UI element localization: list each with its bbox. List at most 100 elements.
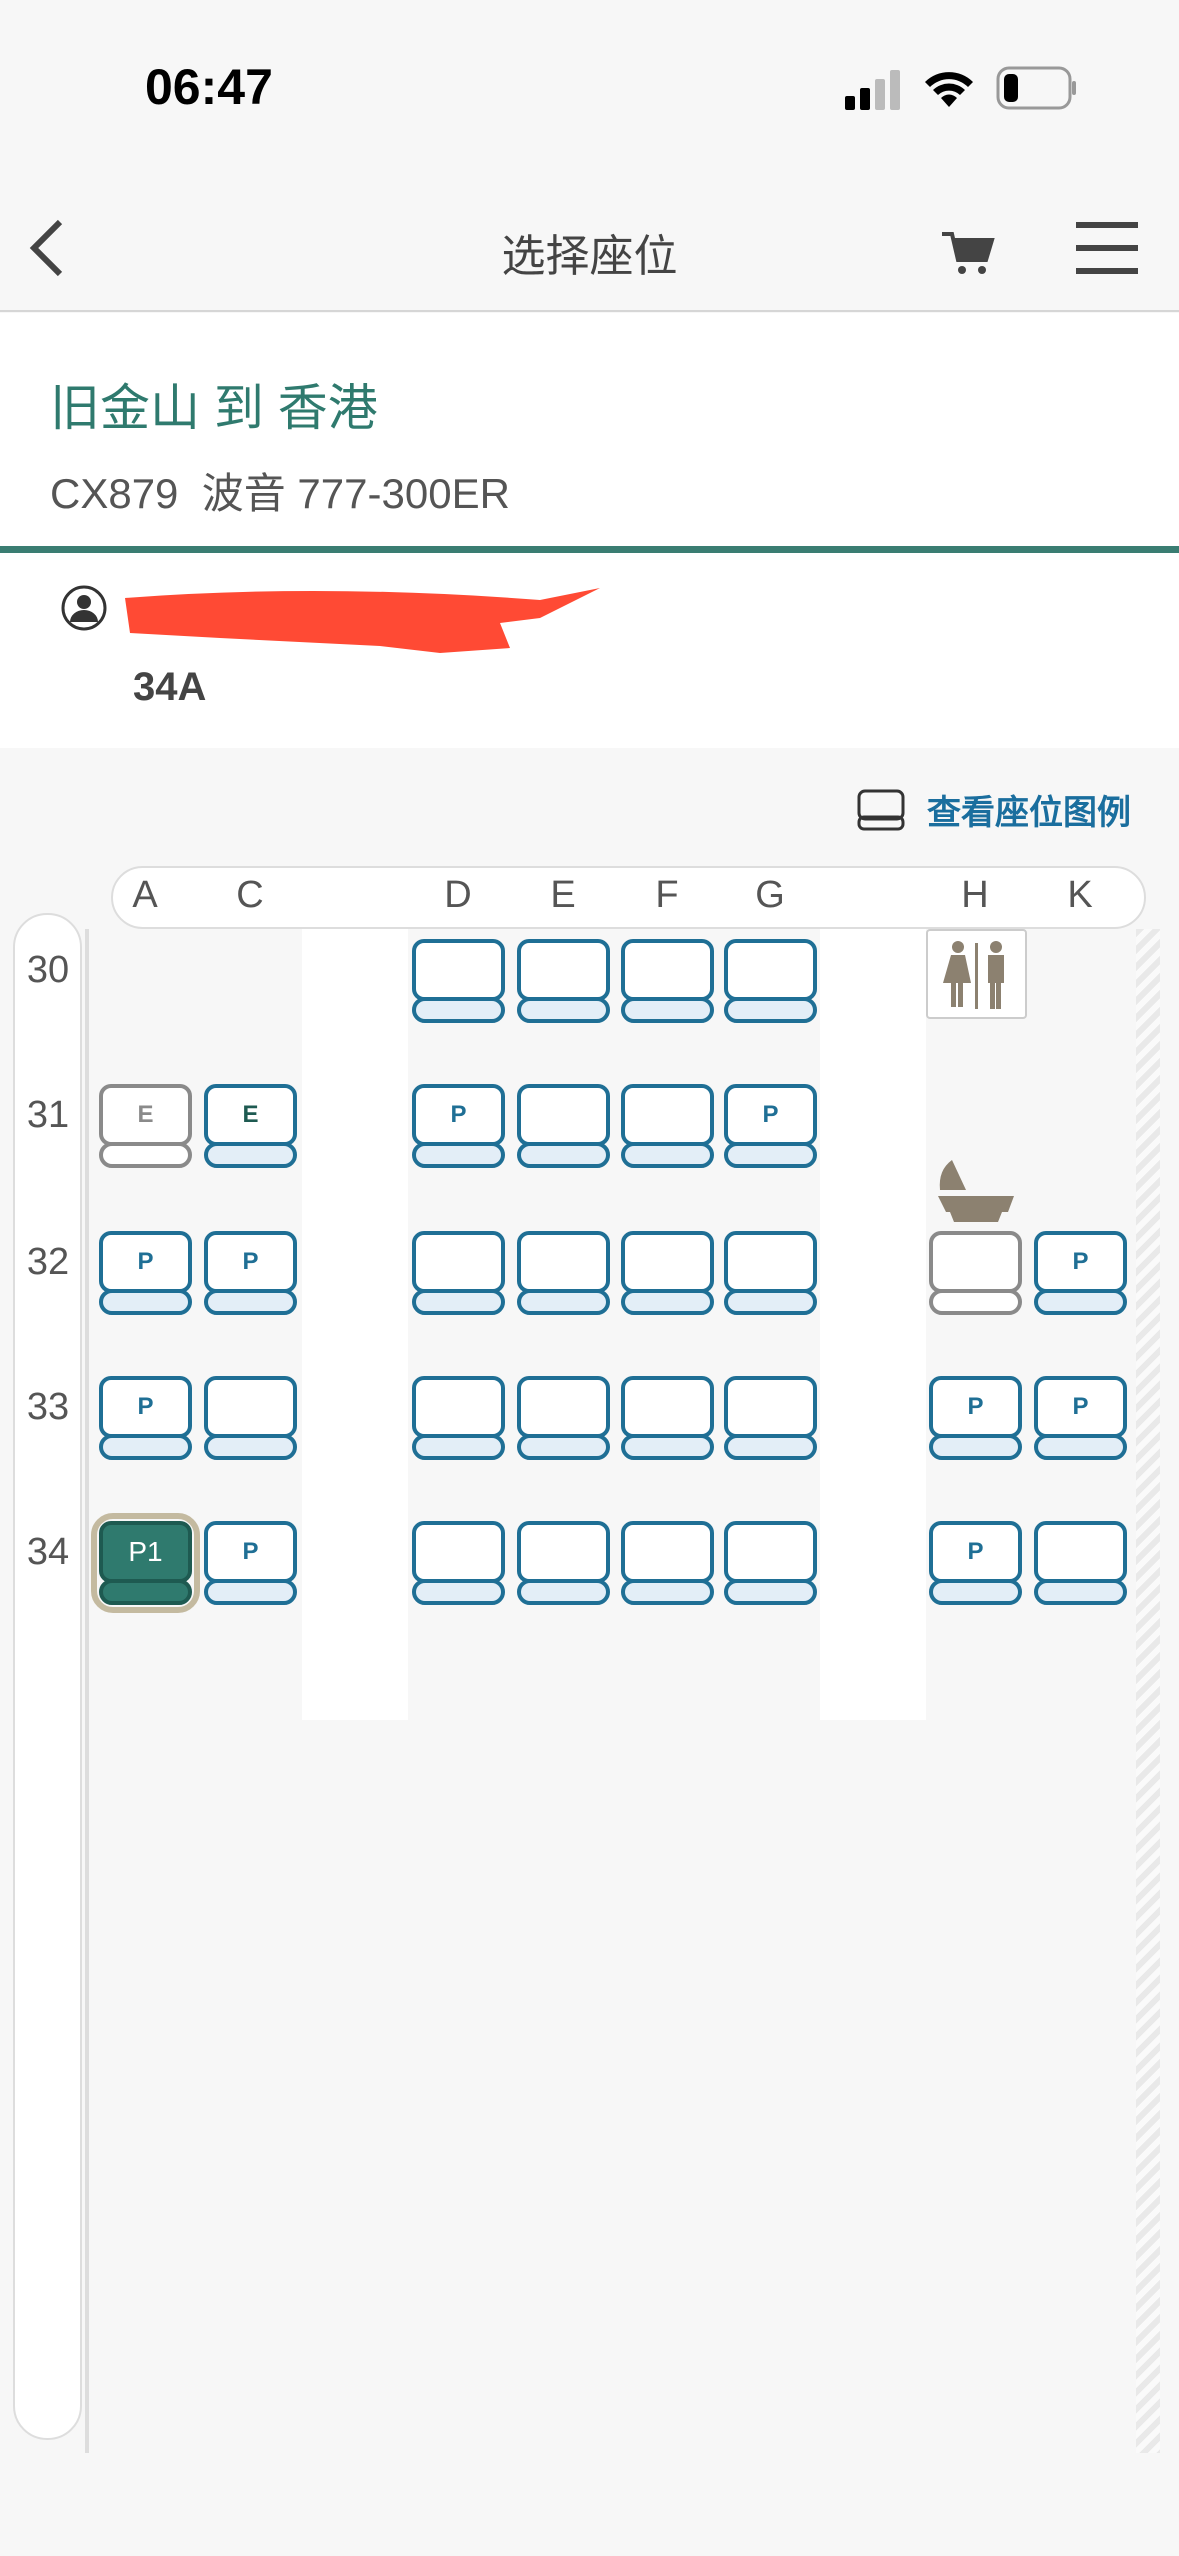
seat-legend-icon: [857, 789, 905, 830]
seat-label: P: [929, 1376, 1022, 1438]
seat-label: P: [929, 1521, 1022, 1583]
seat-legend-label: 查看座位图例: [927, 794, 1131, 832]
seat-cushion: [517, 1289, 610, 1315]
wifi-icon: [925, 72, 973, 107]
seat-33A[interactable]: P: [99, 1376, 192, 1460]
flight-number: CX879: [50, 470, 179, 517]
seat-31F[interactable]: [621, 1084, 714, 1168]
cabin: [85, 929, 1141, 2453]
seat-32C[interactable]: P: [204, 1231, 297, 1315]
column-label-E: E: [550, 874, 576, 916]
flight-route: 旧金山 到 香港: [50, 380, 378, 436]
seat-32H: [929, 1231, 1022, 1315]
column-label-A: A: [132, 874, 158, 916]
seat-cushion: [621, 1142, 714, 1168]
seat-label: [517, 1376, 610, 1438]
seat-label: P: [99, 1376, 192, 1438]
seat-label: [621, 939, 714, 1001]
seat-cushion: [99, 1142, 192, 1168]
seat-34A[interactable]: P1: [91, 1513, 200, 1613]
seat-cushion: [929, 1289, 1022, 1315]
seat-cushion: [412, 997, 505, 1023]
seat-30G[interactable]: [724, 939, 817, 1023]
seat-30F[interactable]: [621, 939, 714, 1023]
seat-label: P1: [99, 1521, 192, 1583]
seat-label: E: [99, 1084, 192, 1146]
seat-cushion: [621, 997, 714, 1023]
seat-label: [621, 1376, 714, 1438]
aircraft-type: 波音 777-300ER: [201, 470, 510, 517]
seat-label: [412, 1521, 505, 1583]
seat-cushion: [724, 997, 817, 1023]
seat-34E[interactable]: [517, 1521, 610, 1605]
seat-32A[interactable]: P: [99, 1231, 192, 1315]
divider: [0, 546, 1179, 553]
seat-legend-link[interactable]: 查看座位图例: [857, 785, 1131, 834]
seat-32D[interactable]: [412, 1231, 505, 1315]
seat-cushion: [517, 1579, 610, 1605]
seat-34C[interactable]: P: [204, 1521, 297, 1605]
seat-label: [412, 939, 505, 1001]
seat-cushion: [99, 1579, 192, 1605]
seat-34G[interactable]: [724, 1521, 817, 1605]
cart-icon[interactable]: [940, 230, 996, 276]
back-chevron-icon[interactable]: [26, 218, 66, 278]
cabin-wall: [1136, 929, 1160, 2453]
seat-30D[interactable]: [412, 939, 505, 1023]
seat-label: [929, 1231, 1022, 1293]
column-header: [111, 866, 1146, 929]
seat-33F[interactable]: [621, 1376, 714, 1460]
seat-label: [412, 1231, 505, 1293]
seat-cushion: [412, 1434, 505, 1460]
seat-33G[interactable]: [724, 1376, 817, 1460]
seat-31C[interactable]: E: [204, 1084, 297, 1168]
seat-cushion: [204, 1434, 297, 1460]
column-label-G: G: [755, 874, 785, 916]
seat-31G[interactable]: P: [724, 1084, 817, 1168]
seat-label: [1034, 1521, 1127, 1583]
row-number: 34: [26, 1531, 70, 1573]
seat-31A: E: [99, 1084, 192, 1168]
aisle: [302, 929, 408, 1720]
seat-cushion: [929, 1579, 1022, 1605]
seat-cushion: [621, 1289, 714, 1315]
seat-30E[interactable]: [517, 939, 610, 1023]
signal-icon: [845, 70, 900, 110]
seat-32G[interactable]: [724, 1231, 817, 1315]
bassinet-icon: [938, 1160, 1014, 1222]
seat-33C[interactable]: [204, 1376, 297, 1460]
seat-34D[interactable]: [412, 1521, 505, 1605]
seat-34H[interactable]: P: [929, 1521, 1022, 1605]
seat-cushion: [412, 1579, 505, 1605]
seat-cushion: [1034, 1579, 1127, 1605]
seat-33K[interactable]: P: [1034, 1376, 1127, 1460]
row-number: 31: [26, 1094, 70, 1136]
seat-cushion: [724, 1434, 817, 1460]
seat-label: P: [412, 1084, 505, 1146]
column-label-D: D: [444, 874, 472, 916]
lavatory: [926, 929, 1027, 1019]
seat-32F[interactable]: [621, 1231, 714, 1315]
column-label-C: C: [236, 874, 264, 916]
seat-label: [517, 1521, 610, 1583]
seat-31E[interactable]: [517, 1084, 610, 1168]
seat-34K[interactable]: [1034, 1521, 1127, 1605]
seat-cushion: [621, 1434, 714, 1460]
seat-33E[interactable]: [517, 1376, 610, 1460]
seat-33H[interactable]: P: [929, 1376, 1022, 1460]
seat-32K[interactable]: P: [1034, 1231, 1127, 1315]
seat-32E[interactable]: [517, 1231, 610, 1315]
seat-label: P: [1034, 1231, 1127, 1293]
page-title: 选择座位: [501, 232, 678, 281]
seat-cushion: [204, 1289, 297, 1315]
seat-31D[interactable]: P: [412, 1084, 505, 1168]
seat-33D[interactable]: [412, 1376, 505, 1460]
seat-cushion: [517, 997, 610, 1023]
menu-icon[interactable]: [1076, 222, 1138, 274]
seat-cushion: [1034, 1434, 1127, 1460]
seat-34F[interactable]: [621, 1521, 714, 1605]
column-label-H: H: [961, 874, 989, 916]
seat-label: [724, 939, 817, 1001]
seat-label: [517, 939, 610, 1001]
seat-label: [724, 1521, 817, 1583]
